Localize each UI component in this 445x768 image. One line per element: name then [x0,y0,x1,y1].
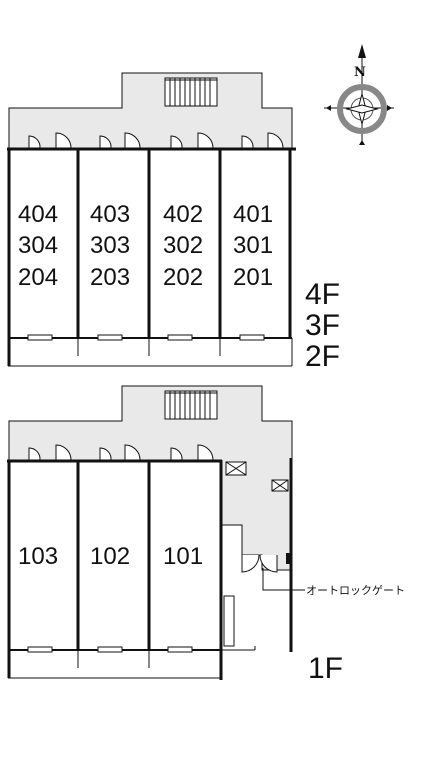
ground-balcony [8,646,256,679]
svg-text:401: 401 [233,201,273,228]
ground-floor-plan: 103 102 101 オートロックゲート 1F [7,385,405,685]
svg-text:402: 402 [163,201,203,228]
svg-text:303: 303 [90,232,130,259]
unit-label-401-301-201: 401 301 201 [233,201,273,291]
unit-label-402-302-202: 402 302 202 [163,201,203,291]
upper-stair-icon [164,77,218,107]
compass-rose-icon: N [324,44,394,145]
ground-stair-icon [164,390,218,420]
compass-north-label: N [354,65,366,80]
svg-text:403: 403 [90,201,130,228]
svg-text:302: 302 [163,232,203,259]
svg-text:204: 204 [18,264,58,291]
unit-label-103: 103 [18,543,58,570]
svg-text:201: 201 [233,264,273,291]
svg-text:202: 202 [163,264,203,291]
ground-door-icons [28,444,214,461]
mailbox-icon [225,461,247,476]
entrance-door-icon [241,554,278,573]
svg-text:304: 304 [18,232,58,259]
unit-label-403-303-203: 403 303 203 [90,201,130,291]
unit-label-404-304-204: 404 304 204 [18,201,58,291]
unit-label-101: 101 [163,543,203,570]
floor-label-4f: 4F [305,278,340,311]
floor-label-2f: 2F [305,340,340,373]
auto-lock-gate-label: オートロックゲート [306,584,405,597]
floor-label-1f: 1F [308,652,343,685]
upper-door-icons [28,132,284,149]
delivery-box-icon [271,479,289,492]
svg-text:301: 301 [233,232,273,259]
svg-text:404: 404 [18,201,58,228]
floor-label-3f: 3F [305,309,340,342]
upper-balcony [8,334,293,367]
upper-floors-plan: 404 304 204 403 303 203 402 302 202 401 … [7,72,340,373]
unit-label-102: 102 [90,543,130,570]
upper-corridor [8,72,293,149]
svg-text:203: 203 [90,264,130,291]
